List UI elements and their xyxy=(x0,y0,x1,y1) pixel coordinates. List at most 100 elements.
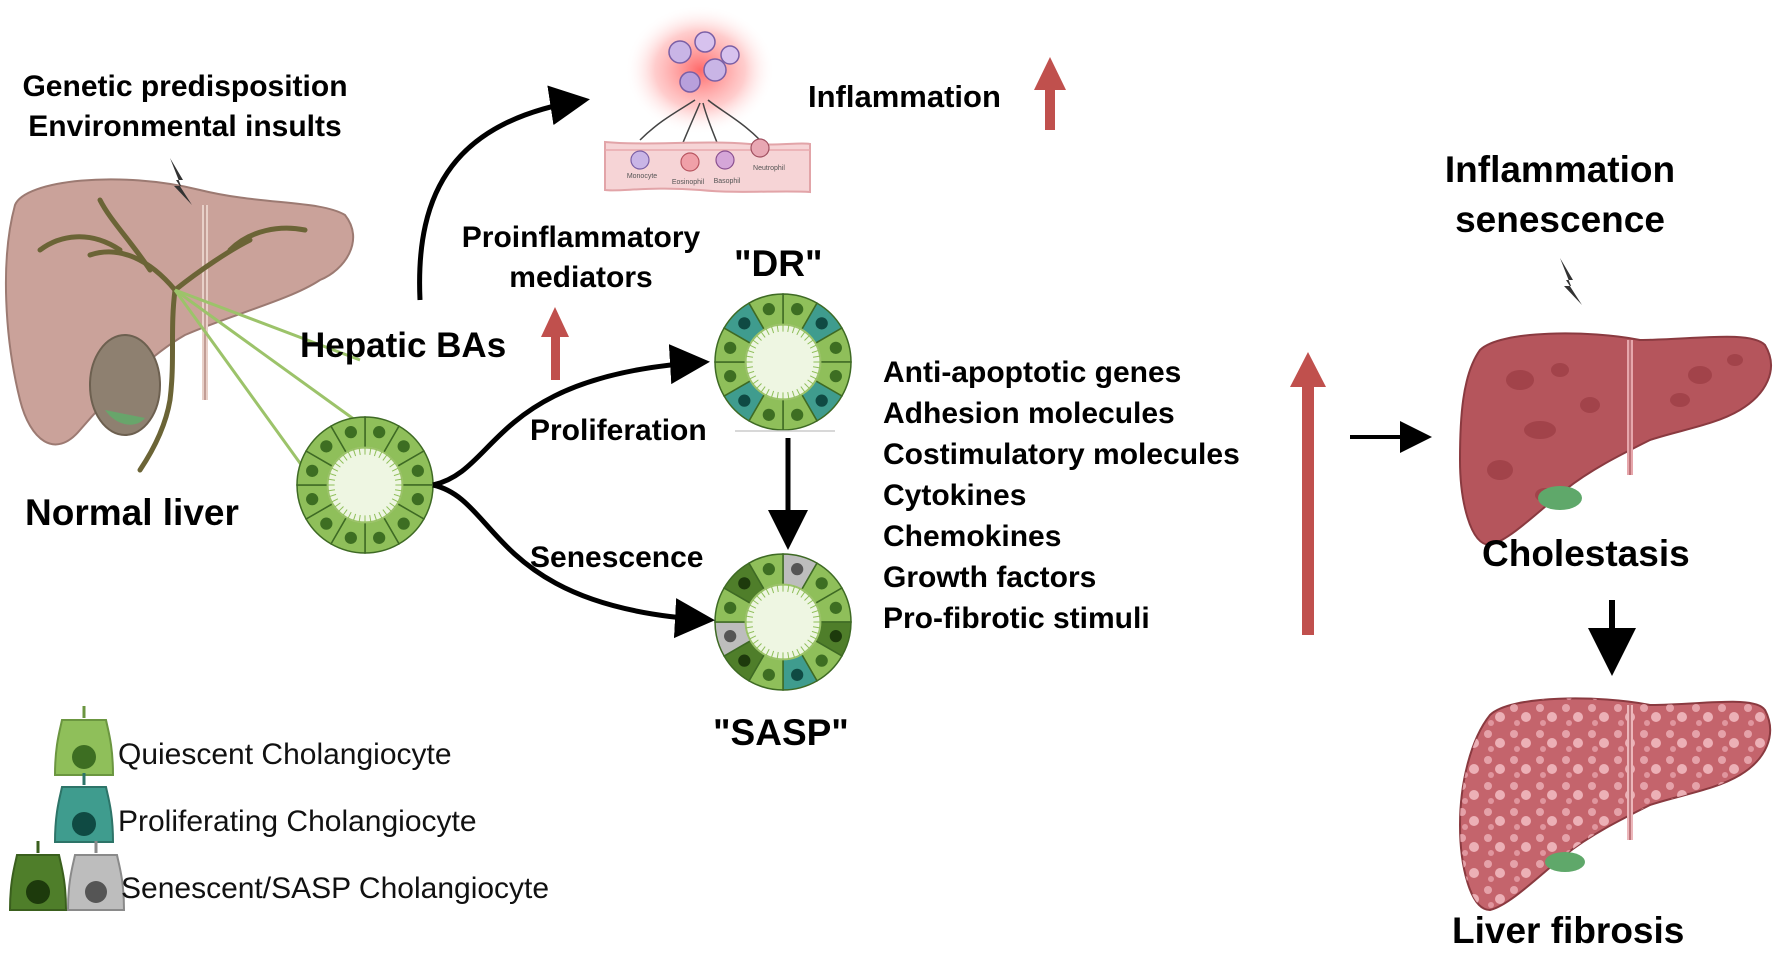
cilium xyxy=(811,630,819,635)
cilium xyxy=(787,584,790,593)
cell-nucleus xyxy=(306,493,319,506)
cilium xyxy=(749,375,757,380)
trigger-labels: Genetic predisposition Environmental ins… xyxy=(0,67,370,147)
cilium xyxy=(373,449,378,457)
cilium xyxy=(791,650,796,658)
cilium xyxy=(749,604,757,609)
secreted-factors-list: Anti-apoptotic genes Adhesion molecules … xyxy=(883,352,1240,639)
sasp-label: "SASP" xyxy=(713,712,849,753)
cell-nucleus xyxy=(344,426,357,439)
cilium xyxy=(331,467,339,472)
cilium xyxy=(765,588,770,596)
cell-nucleus xyxy=(724,341,737,354)
cilium xyxy=(760,591,766,598)
cell-nucleus xyxy=(815,577,828,590)
cilium xyxy=(760,331,766,338)
cilium xyxy=(807,639,814,645)
vessel-cell-label: Basophil xyxy=(714,178,741,185)
cilium xyxy=(378,511,383,519)
cilium xyxy=(770,586,775,594)
cilium xyxy=(760,386,766,393)
cilium xyxy=(756,335,762,341)
cilium xyxy=(787,324,790,333)
arrow-to-sasp xyxy=(432,482,715,639)
cell-nucleus xyxy=(791,563,804,576)
proinflammatory-mediators-label: Proinflammatory mediators xyxy=(440,218,722,298)
cilium xyxy=(800,386,806,393)
legend-proliferating-label: Proliferating Cholangiocyte xyxy=(118,805,477,838)
cilium xyxy=(804,383,810,389)
normal-liver-illustration xyxy=(4,178,361,473)
cilium xyxy=(809,375,817,380)
liver-fibrosis-label: Liver fibrosis xyxy=(1452,910,1685,951)
cell-nucleus xyxy=(397,517,410,530)
cilium xyxy=(342,509,348,516)
cell-nucleus xyxy=(762,668,775,681)
vessel-cell-label: Monocyte xyxy=(627,173,657,180)
cell-nucleus xyxy=(738,394,751,407)
cilium xyxy=(804,643,810,649)
cell-nucleus xyxy=(320,517,333,530)
cilium xyxy=(745,355,754,358)
cell-nucleus xyxy=(738,317,751,330)
vessel-cell-label: Eosinophil xyxy=(672,179,705,186)
cilium xyxy=(791,586,796,594)
cilium xyxy=(807,379,814,385)
cilium xyxy=(393,472,401,477)
cilium xyxy=(334,462,341,468)
proinflammatory-line-2: mediators xyxy=(509,261,653,294)
cilium xyxy=(382,509,388,516)
cell-nucleus xyxy=(791,668,804,681)
cilium xyxy=(752,379,759,385)
cilium xyxy=(745,615,754,618)
cilium xyxy=(812,355,821,358)
cilium xyxy=(800,591,806,598)
cell-nucleus xyxy=(411,493,424,506)
cilium xyxy=(347,451,352,459)
legend-proliferating-icon xyxy=(53,773,115,843)
cilium xyxy=(369,447,372,456)
cell-nucleus xyxy=(762,563,775,576)
right-title-line-1: Inflammation xyxy=(1444,149,1676,190)
factor-item: Pro-fibrotic stimuli xyxy=(883,602,1150,635)
right-title: Inflammation senescence xyxy=(1395,145,1725,245)
lightning-bolt-icon xyxy=(170,158,192,205)
cell-nucleus xyxy=(829,630,842,643)
cell-nucleus xyxy=(829,370,842,383)
factor-item: Growth factors xyxy=(883,561,1097,594)
cilium xyxy=(776,324,779,333)
cilium xyxy=(745,366,754,369)
right-title-line-2: senescence xyxy=(1455,199,1665,240)
cilium xyxy=(809,604,817,609)
factor-item: Adhesion molecules xyxy=(883,397,1175,430)
cell-nucleus xyxy=(738,577,751,590)
cilium xyxy=(329,493,337,498)
cilium xyxy=(804,595,810,601)
vessel-cell-label: Neutrophil xyxy=(753,165,785,172)
cilium xyxy=(389,502,396,508)
senescence-label: Senescence xyxy=(530,541,704,574)
up-arrow-icon xyxy=(1290,352,1326,635)
inflamed-vessel-illustration: Monocyte Eosinophil Basophil Neutrophil xyxy=(604,5,811,194)
cell-nucleus xyxy=(815,654,828,667)
cell-nucleus xyxy=(724,601,737,614)
cell-nucleus xyxy=(344,531,357,544)
cell-nucleus xyxy=(762,408,775,421)
cilium xyxy=(770,390,775,398)
cilium xyxy=(334,502,341,508)
cilium xyxy=(373,513,378,521)
cilium xyxy=(800,331,806,338)
cilium xyxy=(327,478,336,481)
factor-item: Chemokines xyxy=(883,520,1062,553)
factor-item: Costimulatory molecules xyxy=(883,438,1240,471)
cilium xyxy=(369,514,372,523)
cilium xyxy=(329,472,337,477)
cilium xyxy=(776,584,779,593)
cell-nucleus xyxy=(829,341,842,354)
cilium xyxy=(811,370,819,375)
up-arrow-icon xyxy=(1034,57,1066,130)
cilium xyxy=(391,498,399,503)
cilium xyxy=(358,514,361,523)
cell-nucleus xyxy=(724,370,737,383)
arrow-to-dr xyxy=(432,344,710,488)
